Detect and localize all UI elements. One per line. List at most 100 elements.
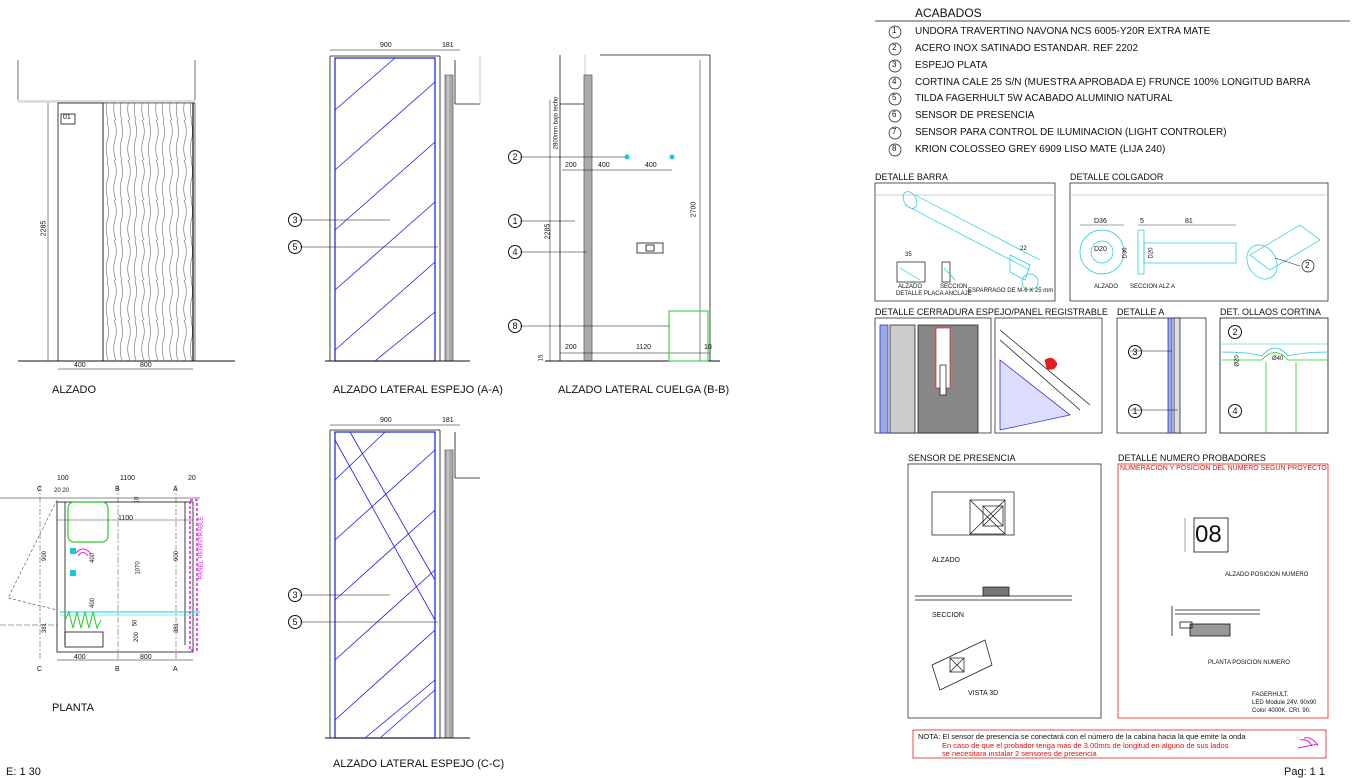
- nota-line-2: En caso de que el probador tenga mas de …: [942, 741, 1229, 750]
- acabados-item-1: UNDORA TRAVERTINO NAVONA NCS 6005-Y20R E…: [915, 26, 1211, 37]
- acabados-item-4: CORTINA CALE 25 S/N (MUESTRA APROBADA E)…: [915, 77, 1311, 88]
- alzado-cabin-number: 01: [63, 114, 71, 121]
- ollaos-dim-20: Ø20: [1234, 355, 1241, 367]
- planta-section-a-bottom: A: [173, 666, 178, 673]
- planta-dim-right-381: 381: [174, 622, 181, 634]
- acabados-legend-frame: [875, 20, 1350, 157]
- acabados-item-3: ESPEJO PLATA: [915, 60, 988, 71]
- cc-ref-5: 5: [288, 615, 302, 629]
- barra-dim-35: 35: [905, 252, 912, 258]
- colgador-caption-seccion: SECCION ALZ A: [1130, 284, 1176, 290]
- sensor-alzado-caption: ALZADO: [932, 557, 961, 564]
- detalle-cerradura-drawing: [874, 317, 1103, 434]
- colgador-ref-2: 2: [1305, 261, 1310, 270]
- acabados-item-5: TILDA FAGERHULT 5W ACABADO ALUMINIO NATU…: [915, 93, 1173, 104]
- alzado-drawing: [17, 60, 235, 370]
- acabados-title: ACABADOS: [915, 6, 982, 20]
- acabados-num-7: 7: [892, 127, 897, 136]
- ollaos-dim-40: Ø40: [1272, 356, 1284, 362]
- planta-dim-400: 400: [90, 552, 97, 564]
- ollaos-ref-4: 4: [1228, 404, 1242, 418]
- cc-ref-3: 3: [288, 588, 302, 602]
- bb-ref-2: 2: [508, 150, 522, 164]
- barra-dim-22: 22: [1020, 246, 1027, 252]
- planta-dim-left-900: 900: [42, 550, 49, 562]
- colgador-dim-d36-vert: D36: [1122, 247, 1129, 259]
- planta-dim-1100: 1100: [120, 475, 136, 482]
- detalle-a-drawing: [1116, 317, 1207, 434]
- acabados-item-2: ACERO INOX SATINADO ESTANDAR. REF 2202: [915, 43, 1139, 54]
- barra-caption-placa: DETALLE PLACA ANCLAJE: [896, 291, 972, 297]
- alzado-height-dim: 2285: [40, 220, 48, 237]
- planta-drawing: [0, 485, 200, 661]
- nota-box: [912, 729, 1327, 759]
- numero-spec-2: LED Module 24V. 90x90: [1252, 700, 1317, 706]
- numero-sample: 08: [1195, 521, 1222, 548]
- colgador-caption-alzado: ALZADO: [1094, 284, 1119, 290]
- alzado-bb-drawing: [520, 54, 720, 362]
- colgador-dim-81: 81: [1185, 218, 1193, 225]
- acabados-item-7: SENSOR PARA CONTROL DE ILUMINACION (LIGH…: [915, 127, 1227, 138]
- planta-dim-2020: 20 20: [54, 488, 70, 494]
- acabados-num-8: 8: [892, 144, 897, 153]
- numero-caption-alzado: ALZADO POSICION NUMERO: [1225, 572, 1309, 578]
- detalle-ollaos-drawing: [1219, 317, 1329, 434]
- bb-dim-10: 10: [704, 344, 712, 351]
- page-label: Pag: 1 1: [1284, 766, 1325, 778]
- colgador-dim-d20: D20: [1094, 246, 1107, 253]
- bb-dim-2700: 2700: [690, 201, 698, 218]
- nota-line-1: NOTA: El sensor de presencia se conectar…: [918, 732, 1246, 741]
- sensor-presencia-drawing: [907, 463, 1102, 719]
- planta-dim-right-900: 900: [174, 550, 181, 562]
- numero-spec-1: FAGERHULT.: [1252, 692, 1289, 698]
- barra-caption-esparrago: ESPARRAGO DE M-6 X 25 mm: [968, 288, 1054, 294]
- detalle-colgador-drawing: [1069, 182, 1329, 302]
- bb-dim-2285: 2285: [544, 223, 552, 240]
- acabados-num-2: 2: [892, 43, 897, 52]
- bb-dim-1120: 1120: [636, 344, 652, 351]
- aa-dim-900: 900: [380, 42, 392, 49]
- detalle-barra-drawing: [874, 182, 1056, 302]
- cc-title: ALZADO LATERAL ESPEJO (C-C): [333, 758, 505, 770]
- bb-vertical-note: 2800mm bajo techo: [553, 96, 560, 150]
- planta-dim-20: 20: [188, 475, 196, 482]
- planta-dim-left-381: 381: [42, 622, 49, 634]
- planta-title: PLANTA: [52, 702, 94, 714]
- colgador-dim-d36: D36: [1094, 218, 1107, 225]
- bb-dim-200: 200: [565, 162, 577, 169]
- detalle-a-title: DETALLE A: [1117, 307, 1165, 317]
- planta-dim-bottom-400: 400: [74, 654, 86, 661]
- alzado-width-800: 800: [140, 362, 152, 369]
- acabados-num-1: 1: [892, 26, 897, 35]
- planta-section-b-top: B: [115, 486, 120, 493]
- numero-subtitle: NUMERACION Y POSICION DEL NUMERO SEGUN P…: [1120, 465, 1327, 472]
- detalle-ollaos-title: DET. OLLAOS CORTINA: [1220, 307, 1321, 317]
- planta-section-b-bottom: B: [115, 666, 120, 673]
- planta-section-a-top: A: [173, 486, 178, 493]
- numero-caption-planta: PLANTA POSICION NUMERO: [1208, 660, 1290, 666]
- planta-dim-inner-1100: 1100: [118, 515, 134, 522]
- alzado-aa-drawing: [300, 49, 481, 362]
- aa-ref-3: 3: [288, 213, 302, 227]
- acabados-item-6: SENSOR DE PRESENCIA: [915, 110, 1035, 121]
- acabados-num-4: 4: [892, 77, 897, 86]
- detalle-colgador-title: DETALLE COLGADOR: [1070, 172, 1164, 182]
- planta-dim-400b: 400: [90, 597, 97, 609]
- planta-dim-200: 200: [134, 631, 141, 643]
- acabados-num-6: 6: [892, 110, 897, 119]
- planta-panel-label: PANEL REGISTRABLE: [198, 516, 205, 580]
- planta-section-c-bottom: C: [37, 666, 43, 673]
- bb-dim-b200: 200: [565, 344, 577, 351]
- planta-dim-50: 50: [132, 619, 139, 627]
- cc-dim-181: 181: [442, 417, 454, 424]
- barra-caption-alzado: ALZADO: [898, 284, 923, 290]
- detalle-a-ref-3: 3: [1128, 345, 1142, 359]
- acabados-num-3: 3: [892, 60, 897, 69]
- bb-dim-400b: 400: [645, 162, 657, 169]
- colgador-dim-5: 5: [1140, 218, 1144, 225]
- sensor-vista3d-caption: VISTA 3D: [968, 690, 999, 697]
- detalle-a-ref-1: 1: [1128, 404, 1142, 418]
- bb-ref-1: 1: [508, 214, 522, 228]
- aa-ref-5: 5: [288, 240, 302, 254]
- bb-dim-15: 15: [538, 354, 545, 362]
